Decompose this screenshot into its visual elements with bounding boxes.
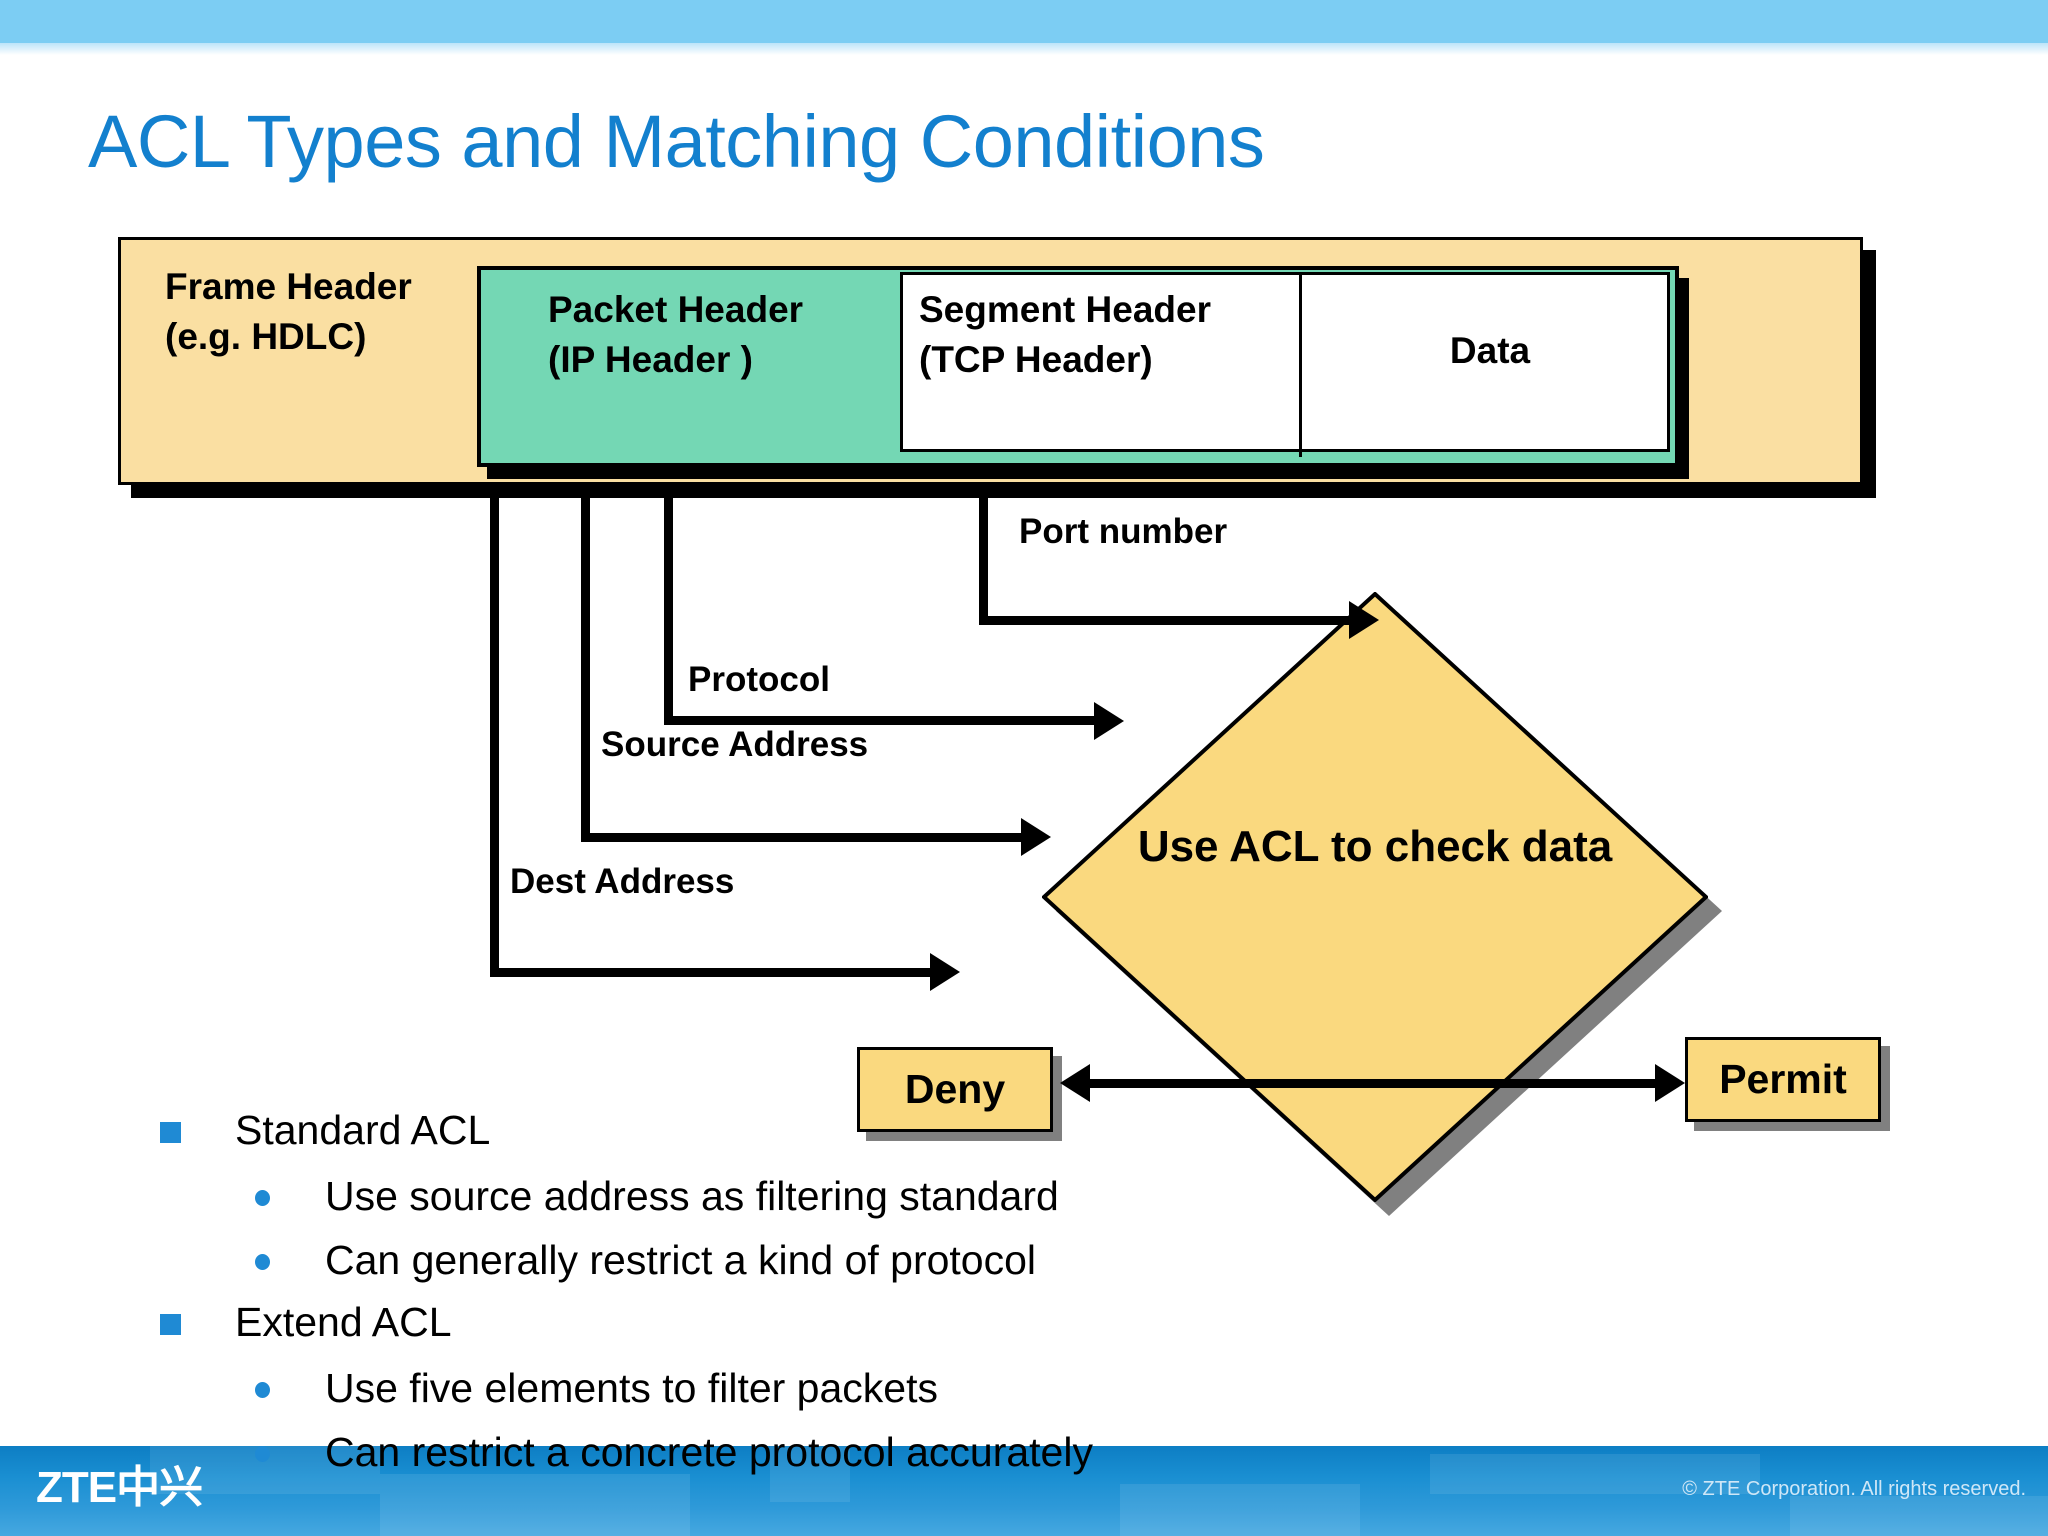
segment-header-box bbox=[900, 272, 1670, 452]
footer-decor-block bbox=[770, 1446, 850, 1502]
segment-header-label: Segment Header (TCP Header) bbox=[919, 289, 1211, 380]
bullet-level2-label: Can restrict a concrete protocol accurat… bbox=[325, 1429, 1093, 1475]
permit-arrow-line bbox=[1440, 1079, 1655, 1088]
bullet-list: Standard ACL Use source address as filte… bbox=[160, 1104, 1360, 1488]
zte-logo: ZTE中兴 bbox=[36, 1463, 203, 1512]
dot-bullet-icon bbox=[255, 1254, 270, 1270]
dest-address-label: Dest Address bbox=[510, 862, 735, 901]
decision-label: Use ACL to check data bbox=[1137, 822, 1613, 871]
source-address-hline bbox=[581, 833, 1021, 842]
deny-box[interactable]: Deny bbox=[857, 1047, 1053, 1132]
diamond-outline bbox=[1042, 592, 1708, 1202]
footer-decor-block bbox=[380, 1474, 690, 1536]
packet-header-label: Packet Header (IP Header ) bbox=[548, 289, 804, 380]
port-number-vline bbox=[979, 490, 988, 625]
bullet-level2-label: Use five elements to filter packets bbox=[325, 1365, 938, 1411]
square-bullet-icon bbox=[160, 1122, 181, 1143]
footer-decor-block bbox=[1120, 1484, 1360, 1536]
list-item: Standard ACL bbox=[160, 1104, 1360, 1158]
port-number-arrowhead bbox=[1349, 601, 1379, 639]
dot-bullet-icon bbox=[255, 1382, 270, 1398]
top-accent-band bbox=[0, 0, 2048, 43]
protocol-label: Protocol bbox=[688, 660, 830, 699]
dest-address-vline bbox=[490, 490, 499, 977]
deny-arrow-line bbox=[1090, 1079, 1560, 1088]
top-accent-fade bbox=[0, 43, 2048, 55]
list-item: Use five elements to filter packets bbox=[160, 1360, 1360, 1416]
list-item: Can restrict a concrete protocol accurat… bbox=[160, 1424, 1360, 1480]
permit-box[interactable]: Permit bbox=[1685, 1037, 1881, 1122]
bullet-level1-label: Standard ACL bbox=[235, 1107, 491, 1153]
footer-decor-block bbox=[1790, 1496, 2048, 1536]
dot-bullet-icon bbox=[255, 1190, 270, 1206]
bullet-level1-label: Extend ACL bbox=[235, 1299, 452, 1345]
bullet-level2-label: Use source address as filtering standard bbox=[325, 1173, 1059, 1219]
deny-arrowhead bbox=[1060, 1064, 1090, 1102]
source-address-vline bbox=[581, 490, 590, 842]
square-bullet-icon bbox=[160, 1314, 181, 1335]
copyright-text: © ZTE Corporation. All rights reserved. bbox=[1682, 1478, 2026, 1500]
protocol-vline bbox=[664, 490, 673, 725]
list-item: Extend ACL bbox=[160, 1296, 1360, 1350]
dest-address-arrowhead bbox=[930, 953, 960, 991]
footer-bar bbox=[0, 1446, 2048, 1536]
list-item: Use source address as filtering standard bbox=[160, 1168, 1360, 1224]
source-address-arrowhead bbox=[1021, 818, 1051, 856]
list-item: Can generally restrict a kind of protoco… bbox=[160, 1232, 1360, 1288]
port-number-label: Port number bbox=[1019, 512, 1228, 551]
page-title: ACL Types and Matching Conditions bbox=[88, 100, 1265, 183]
port-number-hline bbox=[979, 616, 1349, 625]
data-label: Data bbox=[1449, 330, 1531, 371]
permit-arrowhead bbox=[1655, 1064, 1685, 1102]
dot-bullet-icon bbox=[255, 1446, 270, 1462]
protocol-arrowhead bbox=[1094, 702, 1124, 740]
dest-address-hline bbox=[490, 968, 930, 977]
decision-diamond: Use ACL to check data bbox=[1042, 592, 1722, 1216]
protocol-hline bbox=[664, 716, 1094, 725]
bullet-level2-label: Can generally restrict a kind of protoco… bbox=[325, 1237, 1037, 1283]
segment-data-divider bbox=[1299, 272, 1302, 457]
footer-decor-block bbox=[1430, 1454, 1760, 1494]
frame-header-label: Frame Header (e.g. HDLC) bbox=[165, 266, 412, 357]
source-address-label: Source Address bbox=[601, 725, 869, 764]
